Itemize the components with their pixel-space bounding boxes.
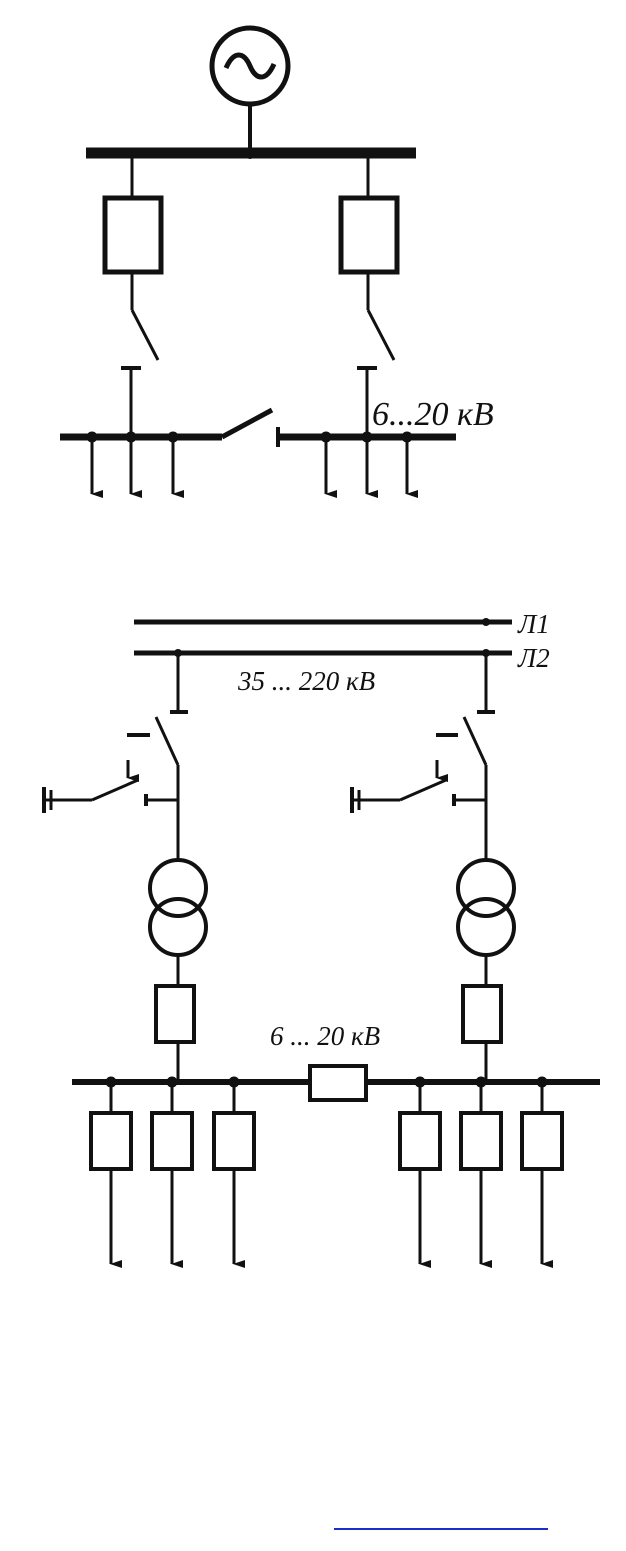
circuit-breaker-icon xyxy=(341,198,397,272)
lv-voltage-label: 6 ... 20 кВ xyxy=(270,1021,380,1051)
right-branch xyxy=(341,153,397,437)
lv-feeders-left xyxy=(91,1078,254,1264)
circuit-breaker-icon xyxy=(91,1113,131,1169)
disconnector-icon xyxy=(156,717,178,765)
top-voltage-label: 6...20 кВ xyxy=(372,396,494,433)
right-transformer-branch xyxy=(352,653,514,1082)
circuit-breaker-icon xyxy=(463,986,501,1042)
circuit-breaker-icon xyxy=(400,1113,440,1169)
left-transformer-branch xyxy=(44,653,206,1082)
circuit-breaker-icon xyxy=(522,1113,562,1169)
hv-voltage-label: 35 ... 220 кВ xyxy=(237,666,375,696)
line-l1-label: Л1 xyxy=(517,609,550,639)
circuit-breaker-icon xyxy=(214,1113,254,1169)
circuit-breaker-icon xyxy=(461,1113,501,1169)
circuit-breaker-icon xyxy=(152,1113,192,1169)
disconnector-icon xyxy=(368,310,394,360)
generator-icon xyxy=(212,28,288,153)
feeders-right xyxy=(322,433,411,494)
sectional-breaker-icon xyxy=(310,1066,366,1100)
grounding-switch xyxy=(44,760,178,813)
feeders-left xyxy=(88,433,177,494)
circuit-breaker-icon xyxy=(105,198,161,272)
section-disconnector xyxy=(222,410,272,437)
line-l2-label: Л2 xyxy=(517,643,550,673)
bottom-diagram xyxy=(44,618,600,1264)
lv-feeders-right xyxy=(400,1078,562,1264)
disconnector-icon xyxy=(132,310,158,360)
disconnector-icon xyxy=(464,717,486,765)
left-branch xyxy=(105,153,161,437)
grounding-switch xyxy=(352,760,486,813)
circuit-breaker-icon xyxy=(156,986,194,1042)
